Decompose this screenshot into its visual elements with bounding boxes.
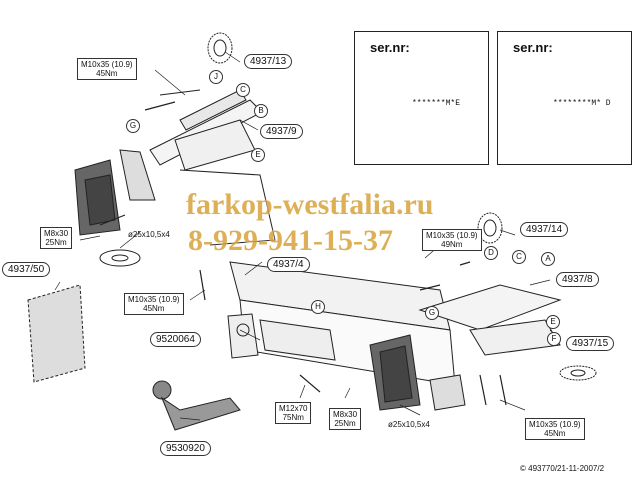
serial-marking-left: *******M*E [412,99,461,108]
callout-g-right: G [425,306,439,320]
spec-bolt-bottom-right: M10x35 (10.9) 45Nm [525,418,585,440]
spec-size: M10x35 (10.9) [128,295,180,304]
part-tag-9530920: 9530920 [160,441,211,456]
callout-c: C [236,83,250,97]
spec-size: M10x35 (10.9) [81,60,133,69]
spec-torque: 45Nm [96,69,118,78]
serial-warning-panel-right [497,31,632,165]
spec-size: M8x30 [333,410,358,419]
serial-warning-panel-left [354,31,489,165]
spec-size: M12x70 [279,404,308,413]
part-tag-4937-9: 4937/9 [260,124,303,139]
callout-a: A [541,252,555,266]
spec-bolt-mid-right: M10x35 (10.9) 49Nm [422,229,482,251]
part-tag-4937-4: 4937/4 [267,257,310,272]
part-tag-4937-50: 4937/50 [2,262,51,277]
callout-j: J [209,70,223,84]
part-tag-4937-15: 4937/15 [566,336,615,351]
callout-e: E [251,148,265,162]
callout-c-right: C [512,250,526,264]
spec-torque: 45Nm [143,304,165,313]
spec-bolt-mid: M10x35 (10.9) 45Nm [124,293,184,315]
callout-g: G [126,119,140,133]
spec-torque: 75Nm [282,413,304,422]
serial-label-right: ser.nr: [513,40,553,55]
callout-e-right: E [546,315,560,329]
spec-torque: 25Nm [334,419,356,428]
washer-spec-bottom: ø25x10,5x4 [388,420,430,429]
callout-d: D [484,246,498,260]
serial-marking-right: ********M* D [553,99,611,108]
washer-spec-left: ø25x10,5x4 [128,230,170,239]
callout-f: F [547,332,561,346]
spec-bolt-top: M10x35 (10.9) 45Nm [77,58,137,80]
serial-label-left: ser.nr: [370,40,410,55]
spec-size: M10x35 (10.9) [529,420,581,429]
callout-h: H [311,300,325,314]
spec-bolt-m8-bottom: M8x30 25Nm [329,408,362,430]
copyright-note: © 493770/21-11-2007/2 [520,464,605,473]
part-tag-4937-8: 4937/8 [556,272,599,287]
part-tag-4937-14: 4937/14 [520,222,569,237]
part-tag-9520064: 9520064 [150,332,201,347]
spec-size: M8x30 [44,229,69,238]
spec-torque: 49Nm [441,240,463,249]
spec-bolt-m12: M12x70 75Nm [275,402,312,424]
spec-torque: 45Nm [544,429,566,438]
watermark-phone: 8-929-941-15-37 [188,224,393,257]
part-tag-4937-13: 4937/13 [244,54,293,69]
callout-b: B [254,104,268,118]
watermark-site: farkop-westfalia.ru [186,188,434,221]
spec-torque: 25Nm [45,238,67,247]
spec-bolt-left: M8x30 25Nm [40,227,73,249]
spec-size: M10x35 (10.9) [426,231,478,240]
